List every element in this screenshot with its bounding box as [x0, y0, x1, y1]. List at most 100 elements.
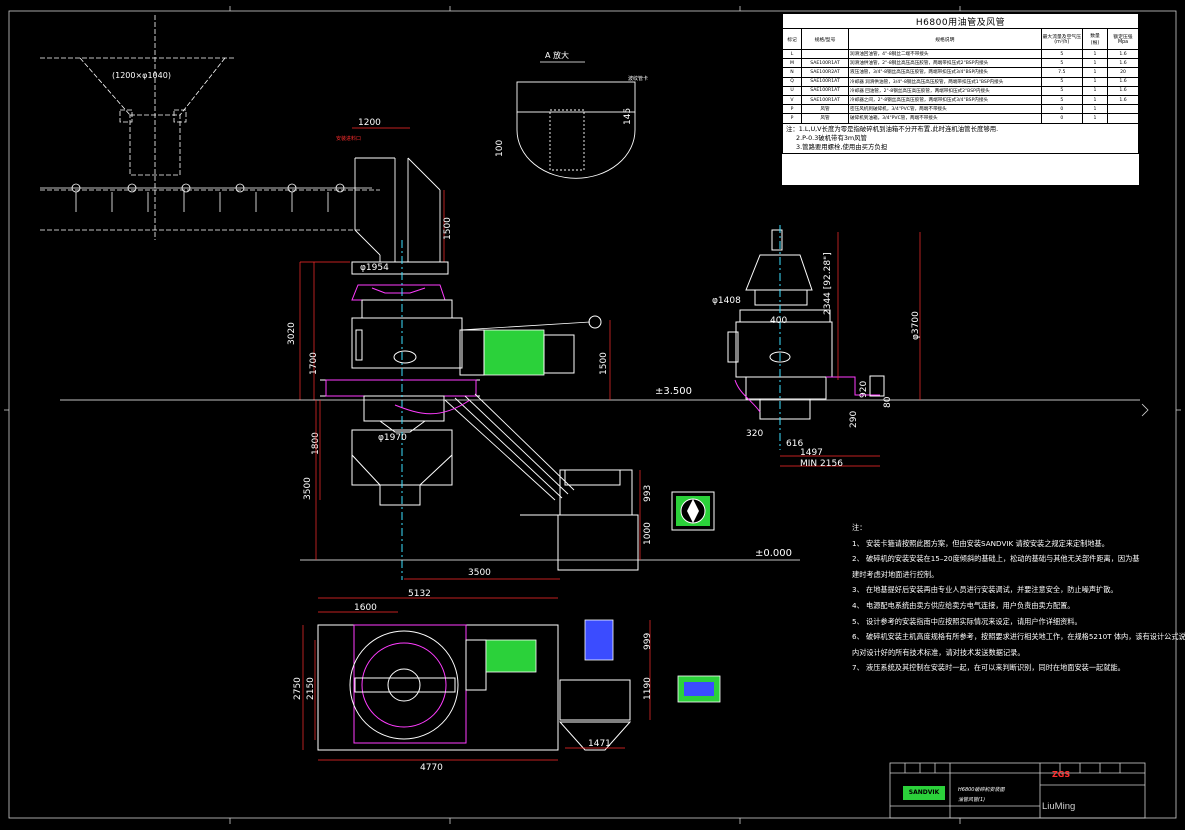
table-cell-p: 1.6 [1107, 76, 1139, 87]
table-cell-mark: N [782, 67, 802, 78]
table-cell-qty: 1 [1082, 104, 1108, 115]
table-cell-qty: 1 [1082, 76, 1108, 87]
motor-block [483, 329, 545, 376]
svg-text:安装进料口: 安装进料口 [336, 135, 361, 142]
dim-1497: 1497 [800, 448, 823, 458]
table-cell-p: 1.6 [1107, 58, 1139, 69]
company-logo: ZGS [1052, 770, 1071, 779]
table-cell-mark: Q [782, 76, 802, 87]
table-cell-desc: 冷却器之间，2"-8钢丝高压高压胶管，两端带扣压式3/4"BSP内接头 [848, 94, 1042, 106]
hdr-desc: 规格说明 [848, 28, 1042, 50]
table-cell-flow: 5 [1040, 94, 1084, 106]
table-cell-mark: P [782, 113, 802, 124]
table-cell-desc: 破碎机到油箱，3/4"PVC管，两端不带接头 [848, 113, 1042, 124]
dim-1500-upper: 1500 [443, 217, 453, 240]
note-item: 内对设计好的所有技术标准，请对技术发送数据记录。 [852, 647, 1025, 657]
dim-3500-h: 3500 [468, 568, 491, 578]
dim-3020: 3020 [287, 322, 297, 345]
dim-3500-v: 3500 [303, 477, 313, 500]
dim-616: 616 [786, 439, 803, 449]
table-cell-desc: 密压风机到破碎机，3/4"PVC管，两端不带接头 [848, 104, 1042, 115]
dim-145: 145 [623, 108, 633, 125]
detail-a-view [516, 81, 636, 179]
table-cell-model: 风管 [801, 104, 849, 115]
hdr-model: 规格/型号 [801, 28, 849, 50]
table-cell-desc: 冷却器 润滑供油管，3/4"-8钢丝高压高压胶管，两端带扣压式1"BSP内接头 [848, 76, 1042, 87]
dim-d1408: φ1408 [712, 296, 741, 306]
table-cell-flow: 0 [1040, 104, 1084, 115]
table-cell-p [1107, 104, 1139, 115]
table-title: H6800用油管及风管 [782, 13, 1139, 29]
table-cell-qty: 1 [1082, 67, 1108, 78]
dim-993: 993 [643, 485, 653, 502]
general-notes: 注： 1、 安装卡箍请按照此图方案，但由安装SANDVIK 请按安装之规定来定制… [852, 520, 1185, 676]
plan-motor [485, 639, 537, 673]
dim-1190: 1190 [643, 677, 653, 700]
dim-920: 920 [859, 381, 869, 398]
table-cell-p: 20 [1107, 67, 1139, 78]
dim-80: 80 [883, 396, 893, 408]
note-item: 4、 电源配电系统由卖方供应给卖方电气连接，用户负责由卖方配置。 [852, 600, 1075, 610]
table-cell-p [1107, 113, 1139, 124]
dim-1500: 1500 [599, 352, 609, 375]
dim-2150: 2150 [306, 677, 316, 700]
table-cell-desc: 润滑油供油管，2"-8钢丝高压高压胶管，两端带扣压式2"BSP内接头 [848, 58, 1042, 69]
dim-1200: 1200 [358, 118, 381, 128]
dim-2750: 2750 [293, 677, 303, 700]
table-cell-model: SAE100R1AT [801, 76, 849, 87]
table-cell-flow: 5 [1040, 76, 1084, 87]
note-item: 7、 液压系统及其控制在安装时一起，在可以来判断识别，同时在地面安装一起就能。 [852, 663, 1125, 673]
dim-d1970: φ1970 [378, 433, 407, 443]
detail-a-leader: 波纹管卡 [628, 75, 648, 82]
dim-d1954: φ1954 [360, 263, 389, 273]
hdr-flow: 最大流量及空气压(m³/h) [1040, 28, 1084, 50]
table-cell-flow: 0 [1040, 113, 1084, 124]
note-item: 建时考虑对地面进行控制。 [852, 569, 939, 579]
hdr-mark: 标记 [782, 28, 802, 50]
table-cell-qty: 1 [1082, 48, 1108, 60]
notes-heading: 注： [852, 523, 867, 532]
dim-100: 100 [495, 140, 505, 157]
table-cell-model: SAE100R2AT [801, 67, 849, 78]
crusher-front-view [320, 240, 480, 580]
feed-hopper [40, 15, 380, 240]
sheet-border [8, 10, 1177, 819]
table-cell-desc: 液压油管，3/4"-8钢丝高压高压胶管，两端带扣压式3/4"BSP内接头 [848, 67, 1042, 78]
table-cell-model [801, 48, 849, 60]
table-notes: 注：1.L,U,V长度为零是指破碎机到油箱不分开布置,此时连机油管长度够用. 2… [782, 122, 1139, 154]
dim-400: 400 [770, 316, 787, 326]
dim-min2156: MIN 2156 [800, 459, 843, 469]
dim-1700: 1700 [309, 352, 319, 375]
table-cell-flow: 5 [1040, 58, 1084, 69]
oil-tank [520, 469, 639, 571]
dim-2344: 2344 [92.28"] [823, 252, 833, 315]
dim-320: 320 [746, 429, 763, 439]
dim-4770: 4770 [420, 763, 443, 773]
hdr-qty: 数量(根) [1082, 28, 1108, 50]
table-cell-mark: M [782, 58, 802, 69]
dim-d3700: φ3700 [911, 311, 921, 340]
table-cell-flow: 5 [1040, 85, 1084, 96]
feed-chute [354, 157, 441, 262]
table-cell-model: 风管 [801, 113, 849, 124]
drawing-title: H6800破碎机安装图 [958, 787, 1005, 793]
table-cell-flow: 5 [1040, 48, 1084, 60]
note-item: 3、 在地基提好后安装再由专业人员进行安装调试，并要注意安全，防止噪声扩散。 [852, 585, 1118, 595]
table-cell-model: SAE100R1AT [801, 85, 849, 96]
dim-290: 290 [849, 411, 859, 428]
title-block [889, 762, 1146, 819]
table-cell-p: 1.6 [1107, 48, 1139, 60]
note-item: 1、 安装卡箍请按照此图方案，但由安装SANDVIK 请按安装之规定来定制地基。 [852, 538, 1109, 548]
table-cell-mark: V [782, 94, 802, 106]
note-item: 5、 设计参考的安装指南中应按照实际情况来设定，请用户作详细资料。 [852, 616, 1082, 626]
table-cell-qty: 1 [1082, 85, 1108, 96]
elev-3500: ±3.500 [655, 386, 692, 397]
